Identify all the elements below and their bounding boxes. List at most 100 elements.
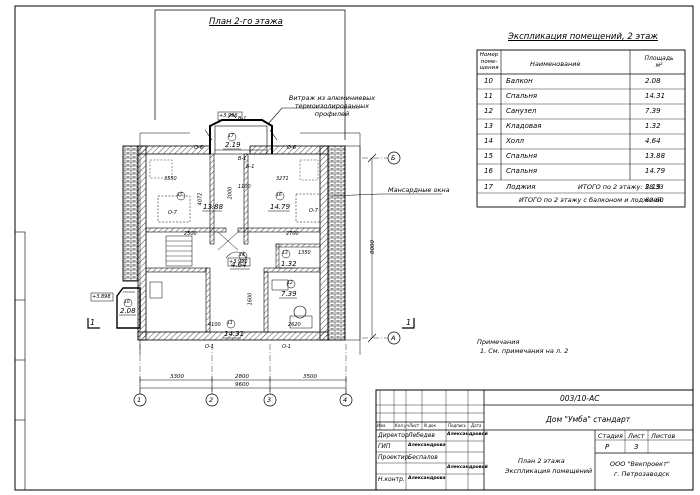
room-number: 17 — [228, 134, 234, 139]
interior-dim: 4072 — [197, 192, 204, 206]
explication-total-value: 58.33 — [645, 183, 664, 191]
stamp-head-col: Кол.уч — [395, 423, 409, 428]
stamp-person: Лебедев — [408, 432, 435, 439]
explication-row-name: Спальня — [506, 167, 538, 175]
window-mark: В-1 — [238, 116, 247, 122]
stamp-stage: Р — [605, 443, 610, 451]
mansard-note: Мансардные окна — [388, 186, 450, 194]
interior-dim: 1100 — [238, 184, 251, 190]
explication-row-num: 14 — [484, 137, 493, 145]
interior-dim: 2700 — [286, 231, 299, 237]
stamp-code: 003/10-АС — [560, 394, 600, 403]
stamp-head-col: Изм. — [377, 423, 387, 428]
south-wall — [137, 331, 329, 341]
stamp-person: Беспалов — [408, 454, 438, 461]
explication-row-num: 16 — [484, 167, 493, 175]
interior-dim: 3271 — [276, 176, 289, 182]
stamp-title-1: План 2 этажа — [518, 457, 565, 465]
window-mark: О-1 — [282, 344, 291, 350]
explication-row-area: 1.32 — [645, 122, 661, 130]
stamp-role: Проектир. — [378, 454, 411, 461]
explication-row-area: 2.08 — [645, 77, 661, 85]
room-number: 10 — [124, 300, 130, 305]
notes-item: 1. См. примечания на л. 2 — [480, 347, 569, 355]
explication-row-area: 14.31 — [645, 92, 666, 100]
explication-title: Экспликация помещений, 2 этаж — [508, 32, 658, 42]
level-mark: +3.996 — [229, 259, 248, 265]
explication-row-area: 2.19 — [645, 183, 661, 191]
axis-label: 1 — [137, 396, 142, 404]
room-number: 16 — [276, 193, 282, 198]
interior-dim: 2620 — [288, 322, 301, 328]
section-mark-label: 1 — [90, 318, 96, 327]
room-number: 12 — [287, 281, 293, 286]
room-number: 13 — [282, 251, 288, 256]
section-mark-label: 1 — [406, 318, 412, 327]
interior-dim: 1600 — [247, 292, 254, 306]
explication-row-name: Спальня — [506, 152, 538, 160]
stamp-signature: Александровой — [447, 432, 488, 437]
interior-dim: 3550 — [164, 176, 177, 182]
stamp-sheets-label: Листов — [651, 432, 676, 440]
section-mark-right — [402, 318, 415, 329]
axis-label: А — [391, 334, 396, 342]
interior-dim: 2500 — [184, 231, 197, 237]
axis-bubble-3 — [263, 393, 277, 407]
dim-bottom: 2800 — [235, 374, 249, 380]
explication-row-name: Спальня — [506, 92, 538, 100]
stamp-head-col: Подпись — [448, 423, 466, 428]
interior-dim: 2000 — [227, 186, 234, 200]
room-area: 14.31 — [224, 330, 245, 338]
explication-row-num: 10 — [484, 77, 493, 85]
stamp-role: ГИП — [378, 443, 391, 450]
window-mark: О-6 — [194, 145, 203, 151]
axis-label: 2 — [209, 396, 214, 404]
window-mark: О-6 — [287, 145, 296, 151]
stamp-org-1: ООО "Векпроект" — [610, 460, 670, 468]
explication-total-with-value: 60.60 — [645, 196, 664, 204]
east-wall — [319, 145, 329, 341]
room-number: 11 — [227, 321, 233, 326]
axis-label: 3 — [267, 396, 272, 404]
explication-row-num: 17 — [484, 183, 493, 191]
explication-table-frame — [476, 49, 686, 208]
explication-row-name: Холл — [506, 137, 525, 145]
binding-strip — [14, 231, 26, 491]
axis-bubble-2 — [205, 393, 219, 407]
stamp-role: Н.контр. — [378, 476, 405, 483]
stamp-person: Александрова — [408, 443, 446, 448]
dim-bottom: 3500 — [303, 374, 317, 380]
level-mark: +3.996 — [219, 113, 238, 119]
axis-bubble-4 — [339, 393, 353, 407]
room-area: 4.64 — [231, 261, 247, 269]
stamp-role: Директор — [378, 432, 409, 439]
stamp-title-2: Экспликация помещений — [505, 467, 593, 475]
roof-outline — [154, 9, 346, 140]
room-number: 15 — [177, 193, 183, 198]
explication-row-num: 13 — [484, 122, 493, 130]
axis-bubble-1 — [133, 393, 147, 407]
explication-row-name: Балкон — [506, 77, 533, 85]
interior-dim: 4100 — [208, 322, 221, 328]
room-number: 14 — [239, 253, 245, 258]
stamp-sheet: 3 — [634, 443, 639, 451]
stamp-head-col: N док — [424, 423, 436, 428]
window-mark: Б-1 — [246, 164, 255, 170]
glazing-note: Витраж из алюминиевых термоизолированных… — [288, 94, 376, 118]
explication-row-area: 13.88 — [645, 152, 666, 160]
explication-row-area: 7.39 — [645, 107, 661, 115]
level-mark: +3.898 — [92, 294, 111, 300]
west-gable-wall — [122, 145, 139, 282]
explication-row-area: 14.79 — [645, 167, 666, 175]
explication-row-num: 11 — [484, 92, 493, 100]
explication-row-num: 12 — [484, 107, 493, 115]
loggia-outline — [214, 125, 268, 155]
explication-row-num: 15 — [484, 152, 493, 160]
balcony-outline — [116, 287, 141, 329]
room-area: 2.08 — [120, 307, 136, 315]
dim-total: 9600 — [235, 382, 249, 388]
stamp-org-2: г. Петрозаводск — [614, 470, 670, 478]
